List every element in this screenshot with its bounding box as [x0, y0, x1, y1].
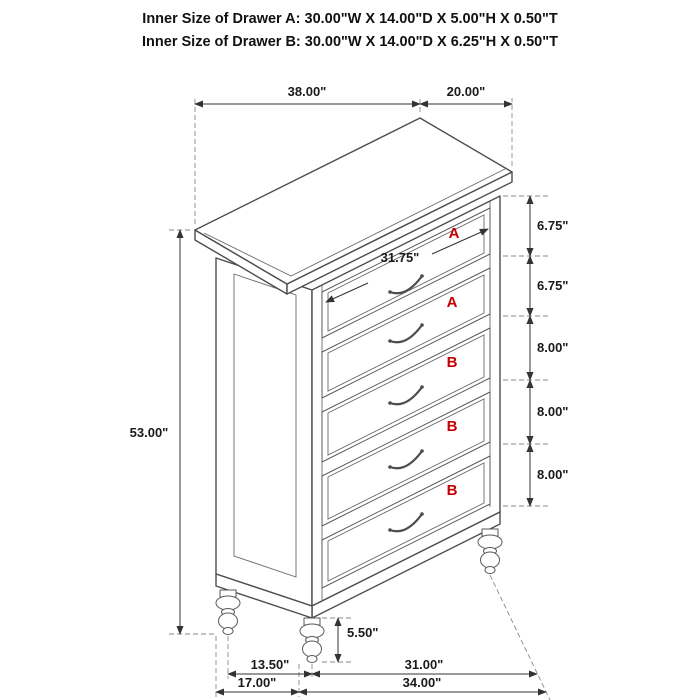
top-slab — [194, 117, 513, 295]
dim-label-inner-drawer-width: 31.75" — [381, 250, 420, 265]
dim-label-top-depth: 20.00" — [447, 84, 486, 99]
drawer-letter-labels: A A B B B — [447, 225, 460, 499]
drawer-4-letter: B — [447, 418, 458, 435]
leg-front-right — [477, 528, 503, 574]
drawer-5 — [321, 455, 491, 589]
dim-inner-drawer-width: 31.75" — [325, 228, 489, 303]
leg-back-left — [215, 589, 241, 635]
drawer-3-letter: B — [447, 354, 458, 371]
dim-label-front-leg-spacing: 31.00" — [405, 657, 444, 672]
drawer-3 — [321, 327, 491, 463]
dim-drawer-heights: 6.75" 6.75" 8.00" 8.00" 8.00" — [503, 195, 568, 507]
drawer-1-handle — [388, 274, 424, 295]
dim-label-side-leg-spacing: 13.50" — [251, 657, 290, 672]
drawer-1 — [321, 207, 491, 339]
dim-bottom-spacings: 13.50" 31.00" 17.00" 34.00" — [215, 574, 551, 700]
dim-label-drawer3-height: 8.00" — [537, 340, 568, 355]
chest-body — [194, 117, 513, 663]
dim-top-width: 38.00" 20.00" — [194, 84, 513, 224]
side-panel — [215, 257, 313, 607]
drawer-a-inner-size-note: Inner Size of Drawer A: 30.00"W X 14.00"… — [142, 11, 558, 27]
drawer-2-handle — [388, 323, 424, 344]
header-notes: Inner Size of Drawer A: 30.00"W X 14.00"… — [0, 8, 700, 54]
drawer-2-letter: A — [447, 294, 458, 311]
dim-label-top-width: 38.00" — [288, 84, 327, 99]
drawer-5-handle — [388, 512, 424, 533]
drawer-4-handle — [388, 449, 424, 470]
dimension-annotations: 38.00" 20.00" 53.00" — [130, 84, 568, 700]
drawer-2 — [321, 267, 491, 399]
dim-label-leg-height: 5.50" — [347, 625, 378, 640]
dim-label-side-outer-depth: 17.00" — [238, 675, 277, 690]
dim-label-front-outer-width: 34.00" — [403, 675, 442, 690]
drawer-b-inner-size-note: Inner Size of Drawer B: 30.00"W X 14.00"… — [142, 34, 558, 50]
dim-label-overall-height: 53.00" — [130, 425, 169, 440]
dim-label-drawer5-height: 8.00" — [537, 467, 568, 482]
dim-overall-height: 53.00" — [130, 229, 214, 635]
drawer-3-handle — [388, 385, 424, 406]
drawer-5-letter: B — [447, 482, 458, 499]
dim-label-drawer2-height: 6.75" — [537, 278, 568, 293]
drawer-4 — [321, 391, 491, 527]
leg-front-left — [299, 617, 325, 663]
dim-leg-height: 5.50" — [322, 617, 378, 663]
dim-label-drawer4-height: 8.00" — [537, 404, 568, 419]
base-molding — [215, 511, 501, 619]
drawer-1-letter: A — [449, 225, 460, 242]
dim-label-drawer1-height: 6.75" — [537, 218, 568, 233]
